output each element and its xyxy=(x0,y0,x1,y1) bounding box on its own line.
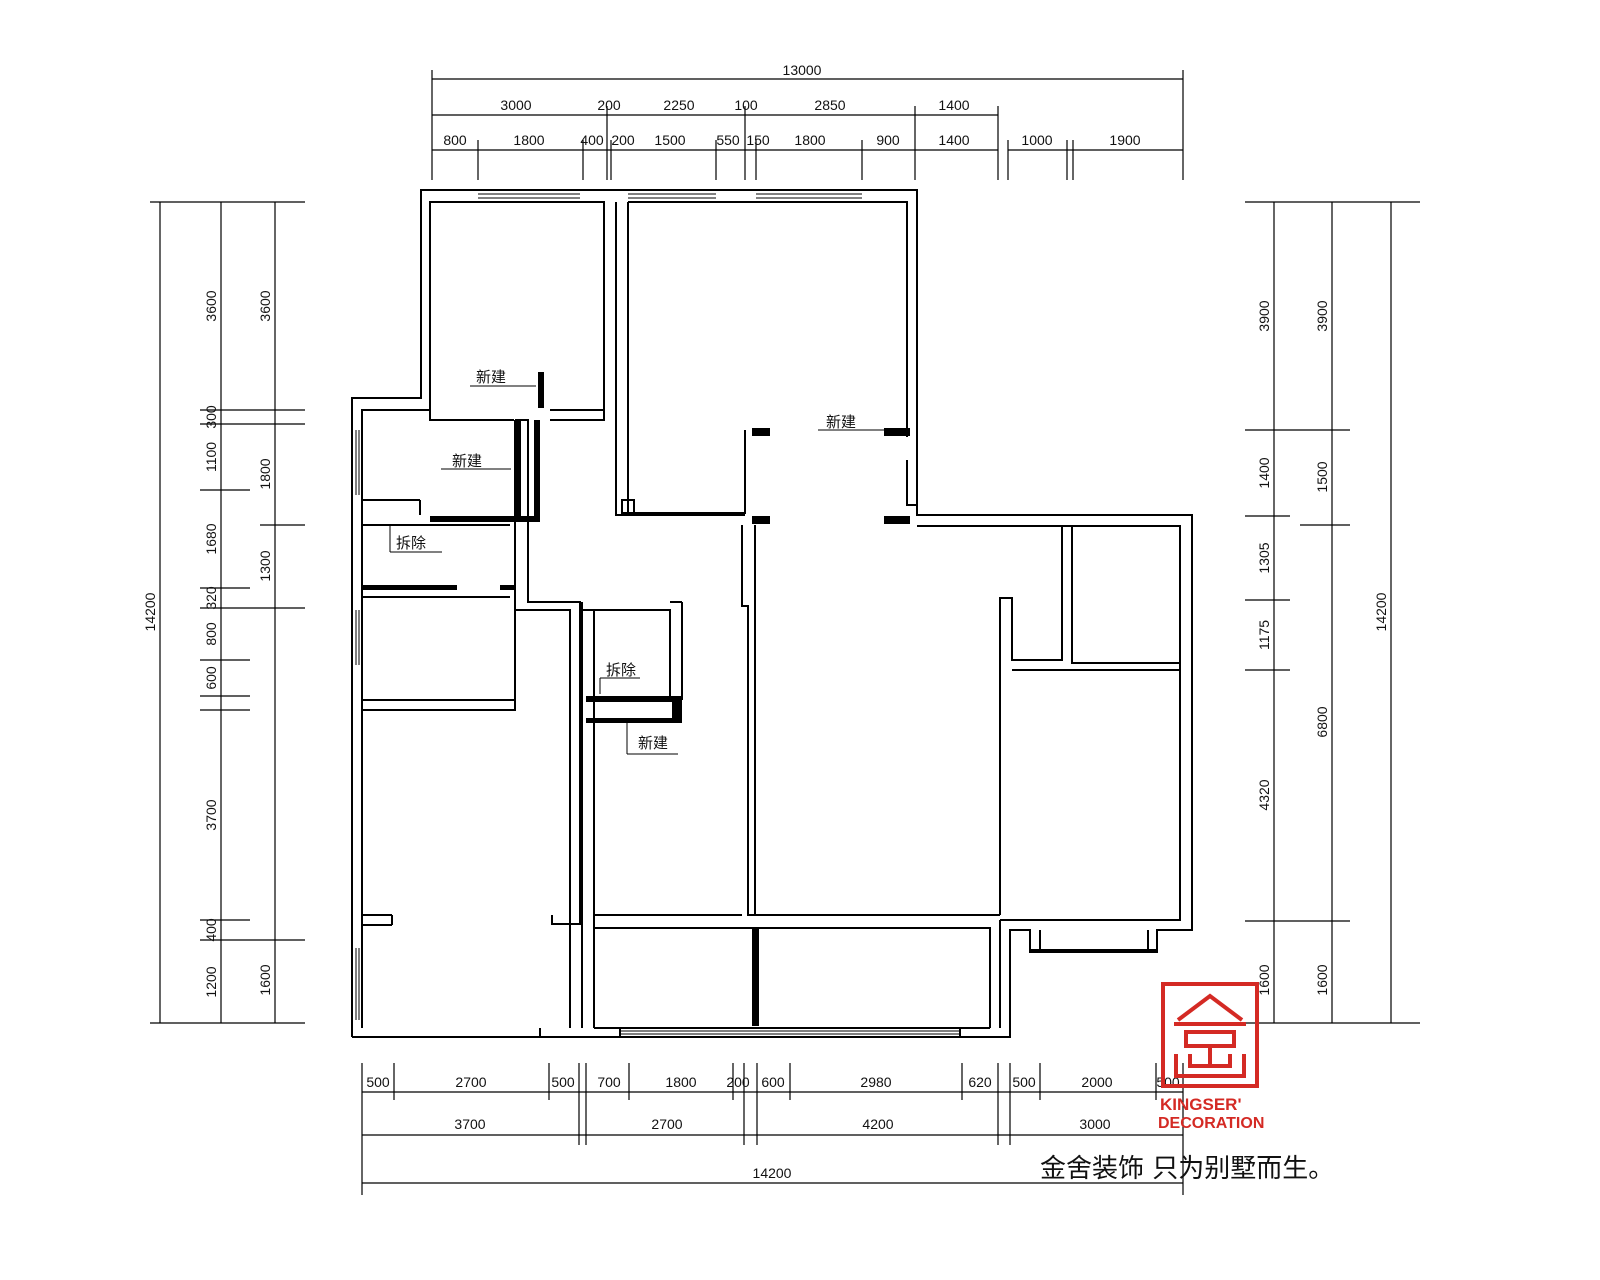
dim-right-c1-0: 3900 xyxy=(1256,300,1272,331)
dim-left-c2-2: 1300 xyxy=(257,550,273,581)
dim-left-c1-9: 1200 xyxy=(203,966,219,997)
dim-right-c1-4: 4320 xyxy=(1256,779,1272,810)
dim-bottom-r1-8: 620 xyxy=(968,1074,992,1090)
dim-top-r2-5: 550 xyxy=(716,132,740,148)
dim-left-c1-8: 400 xyxy=(203,918,219,942)
dimension-lines xyxy=(150,70,1420,1195)
note-new-build-1: 新建 xyxy=(476,368,506,386)
dim-top-r2-6: 150 xyxy=(746,132,770,148)
dim-left-c1-6: 600 xyxy=(203,666,219,690)
dim-left-c2-1: 1800 xyxy=(257,458,273,489)
dim-left-c1-3: 1680 xyxy=(203,523,219,554)
dim-left-c2-3: 1600 xyxy=(257,964,273,995)
annotations: 新建 新建 新建 新建 拆除 拆除 xyxy=(396,368,856,752)
dim-bottom-r1-1: 2700 xyxy=(455,1074,486,1090)
dim-top-r2-2: 400 xyxy=(580,132,604,148)
dim-left-total: 14200 xyxy=(142,592,158,631)
dim-top-r2-10: 1000 xyxy=(1021,132,1052,148)
note-new-build-3: 新建 xyxy=(826,413,856,431)
dim-top-r1-1: 200 xyxy=(597,97,621,113)
windows xyxy=(355,193,960,1035)
dim-top-total: 13000 xyxy=(783,62,822,78)
top-dimensions: 13000 3000 200 2250 100 2850 1400 800 18… xyxy=(443,62,1140,148)
dim-left-c2-0: 3600 xyxy=(257,290,273,321)
dim-bottom-r1-9: 500 xyxy=(1012,1074,1036,1090)
dim-top-r2-11: 1900 xyxy=(1109,132,1140,148)
note-demolish-1: 拆除 xyxy=(396,534,426,552)
dim-bottom-r1-7: 2980 xyxy=(860,1074,891,1090)
dim-right-c2-0: 3900 xyxy=(1314,300,1330,331)
note-new-build-2: 新建 xyxy=(452,452,482,470)
dim-right-c2-3: 1600 xyxy=(1314,964,1330,995)
dim-bottom-r2-0: 3700 xyxy=(454,1116,485,1132)
dim-top-r2-8: 900 xyxy=(876,132,900,148)
dim-left-c1-1: 300 xyxy=(203,405,219,429)
dim-left-c1-4: 320 xyxy=(203,586,219,610)
note-new-build-4: 新建 xyxy=(638,734,668,752)
dim-bottom-r1-5: 200 xyxy=(726,1074,750,1090)
dim-right-c1-2: 1305 xyxy=(1256,542,1272,573)
dim-bottom-r1-0: 500 xyxy=(366,1074,390,1090)
dim-top-r1-0: 3000 xyxy=(500,97,531,113)
dim-bottom-total: 14200 xyxy=(753,1165,792,1181)
dim-bottom-r2-3: 3000 xyxy=(1079,1116,1110,1132)
dim-right-c1-5: 1600 xyxy=(1256,964,1272,995)
dim-left-c1-7: 3700 xyxy=(203,799,219,830)
left-dimensions: 14200 3600 300 1100 1680 320 800 600 370… xyxy=(142,290,273,997)
dim-right-total: 14200 xyxy=(1373,592,1389,631)
dim-top-r1-3: 100 xyxy=(734,97,758,113)
dim-right-c2-2: 6800 xyxy=(1314,706,1330,737)
right-dimensions: 3900 1400 1305 1175 4320 1600 3900 1500 … xyxy=(1256,300,1389,995)
dim-top-r2-0: 800 xyxy=(443,132,467,148)
dim-top-r1-2: 2250 xyxy=(663,97,694,113)
dim-bottom-r1-4: 1800 xyxy=(665,1074,696,1090)
dim-left-c1-0: 3600 xyxy=(203,290,219,321)
new-walls xyxy=(362,372,910,1026)
logo-emblem-icon xyxy=(1161,982,1259,1088)
dim-right-c1-1: 1400 xyxy=(1256,457,1272,488)
dim-top-r2-9: 1400 xyxy=(938,132,969,148)
kingser-logo: KINGSER' DECORATION xyxy=(1158,982,1264,1132)
dim-left-c1-2: 1100 xyxy=(203,442,219,472)
dim-bottom-r1-10: 2000 xyxy=(1081,1074,1112,1090)
logo-line1: KINGSER' xyxy=(1160,1095,1242,1114)
annotation-leaders xyxy=(389,385,884,755)
dim-top-r2-1: 1800 xyxy=(513,132,544,148)
brand-slogan: 金舍装饰 只为别墅而生。 xyxy=(1040,1154,1335,1184)
walls xyxy=(351,189,1193,1038)
dim-bottom-r2-2: 4200 xyxy=(862,1116,893,1132)
dim-top-r1-5: 1400 xyxy=(938,97,969,113)
dim-top-r2-3: 200 xyxy=(611,132,635,148)
logo-line2: DECORATION xyxy=(1158,1115,1264,1132)
dim-bottom-r1-2: 500 xyxy=(551,1074,575,1090)
dim-top-r1-4: 2850 xyxy=(814,97,845,113)
dim-right-c1-3: 1175 xyxy=(1256,620,1272,650)
note-demolish-2: 拆除 xyxy=(606,661,636,679)
dim-bottom-r1-3: 700 xyxy=(597,1074,621,1090)
dim-right-c2-1: 1500 xyxy=(1314,461,1330,492)
dim-bottom-r2-1: 2700 xyxy=(651,1116,682,1132)
dim-top-r2-7: 1800 xyxy=(794,132,825,148)
dim-bottom-r1-6: 600 xyxy=(761,1074,785,1090)
dim-top-r2-4: 1500 xyxy=(654,132,685,148)
dim-left-c1-5: 800 xyxy=(203,622,219,646)
